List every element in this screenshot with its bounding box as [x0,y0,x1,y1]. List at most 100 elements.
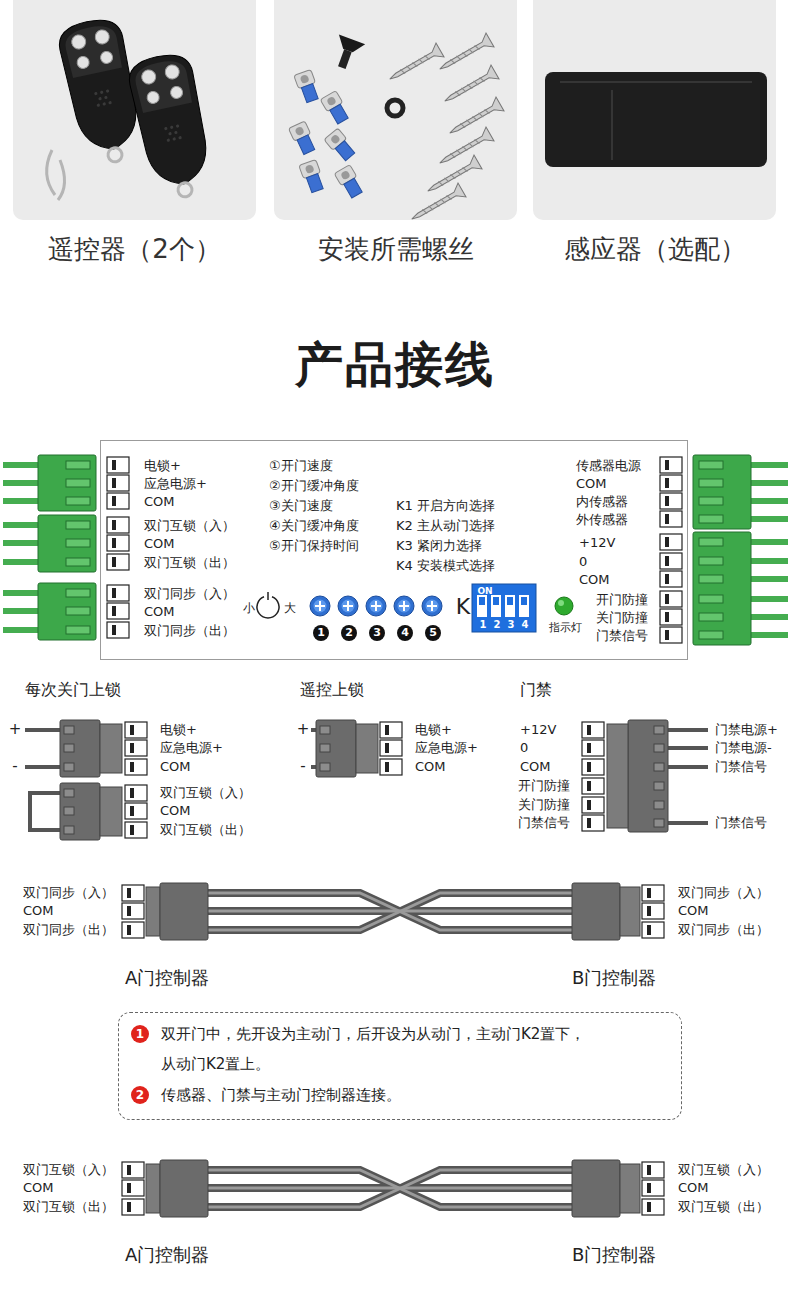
board-label: COM [144,494,175,510]
terminal-block [122,1180,144,1196]
terminal-label: +12V [520,722,556,738]
terminal-block [107,554,129,570]
terminal-block [125,722,147,738]
wiring-example [654,819,664,827]
screws-photo [338,49,352,69]
twin-door-cable [572,1160,620,1217]
switch-label: 3 [508,619,515,631]
terminal-label: 电锁+ [160,722,197,738]
board-label: 双门互锁（入） [144,518,235,534]
terminal-block [107,475,129,491]
board-controls [472,584,536,632]
terminal-block [122,1199,144,1215]
note-box: 双开门中，先开设为主动门，后开设为从动门，主动门K2置下， 从动门K2置上。传感… [118,1012,682,1120]
panel-caption: 安装所需螺丝 [318,234,474,265]
polarity-sign: - [12,757,17,775]
screws-photo [334,165,365,200]
terminal-block [642,885,664,901]
twin-door-cable [160,1160,208,1217]
board-controls [491,595,501,617]
note-number: 1 [131,1025,149,1043]
wiring-example [64,807,74,815]
green-plugs [66,461,90,469]
wiring-example [668,730,708,823]
terminal-label: COM [415,759,446,775]
terminal-block [660,493,682,509]
twin-door-cable [160,883,208,940]
terminal-block [582,815,604,831]
board-label: ①开门速度 [269,458,333,474]
twin-door-cable [146,1164,160,1213]
terminal-block [125,785,147,801]
terminal-block [125,759,147,775]
green-plugs [66,479,90,487]
terminal-block [660,534,682,550]
green-plugs [3,465,40,630]
number-text: 1 [136,1027,144,1041]
terminal-block [660,475,682,491]
board-label: COM [144,536,175,552]
callout-number: 4 [397,625,413,641]
sensor-photo [545,72,767,167]
terminal-label: 双门互锁（入） [678,1162,769,1178]
terminal-block [107,535,129,551]
terminal-block [660,571,682,587]
wire-label: 门禁信号 [715,759,767,775]
switch-label: 1 [480,619,487,631]
wiring-example [320,744,330,752]
green-plugs [699,479,723,487]
terminal-block [582,778,604,794]
terminal-block [660,609,682,625]
green-plugs [699,497,723,505]
wiring-example [64,789,74,797]
board-label: 传感器电源 [576,458,641,474]
screws-photo [320,91,351,126]
green-plugs [66,539,90,547]
sensor-photo [545,72,767,167]
terminal-label: 门禁信号 [518,815,570,831]
green-plugs [66,589,90,597]
screws-photo [288,121,317,156]
wiring-example [356,724,378,773]
twin-door-cable [620,887,640,936]
wiring-example [25,720,708,840]
switch-label: ON [477,586,492,597]
board-label: 内传感器 [576,494,628,510]
terminal-block [582,722,604,738]
green-plugs [66,607,90,615]
board-label: 应急电源+ [144,476,207,492]
green-plugs [699,631,723,639]
screws-photo [299,159,326,193]
board-controls [479,597,527,605]
note-text: 传感器、门禁与主动门控制器连接。 [161,1080,595,1110]
terminal-label: 应急电源+ [415,740,478,756]
callout-number: 1 [313,625,329,641]
board-label: 小 [243,601,255,615]
terminal-block [642,1180,664,1196]
callout-number: 3 [369,625,385,641]
board-label: +12V [579,535,615,551]
wiring-example [320,763,330,771]
green-plugs [66,558,90,566]
green-plugs [3,455,788,645]
note-text: 双开门中，先开设为主动门，后开设为从动门，主动门K2置下， 从动门K2置上。 [161,1019,595,1079]
board-label: ⑤开门保持时间 [269,538,359,554]
wiring-example [320,726,330,734]
screws-photo [288,33,504,226]
green-plugs [699,595,723,603]
terminal-block [125,803,147,819]
wiring-example [100,724,122,773]
terminal-block [107,622,129,638]
remote-photo [47,150,65,200]
wiring-example [654,744,664,752]
section-heading: 每次关门上锁 [25,680,121,699]
board-controls [477,595,487,617]
terminal-label: 电锁+ [415,722,452,738]
board-label: ③关门速度 [269,498,333,514]
sensor-photo [560,82,752,160]
wiring-example [100,787,122,836]
board-controls [267,592,269,600]
screws-photo [329,35,366,73]
board-label: COM [576,476,607,492]
